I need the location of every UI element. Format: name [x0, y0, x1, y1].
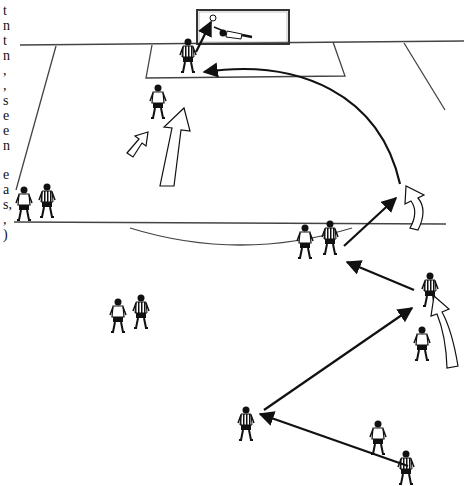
- cropped-text-fragment: ): [3, 228, 8, 242]
- pass-arrows: [196, 22, 414, 466]
- cropped-text-fragment: t: [3, 34, 7, 48]
- pitch-lines: [14, 41, 464, 245]
- pass-arrow: [264, 308, 412, 410]
- run-arrows: [127, 108, 458, 368]
- goal: [197, 10, 289, 44]
- penalty-arc: [130, 228, 352, 245]
- pass-arrow: [260, 414, 408, 466]
- cropped-text-fragment: ,: [3, 213, 7, 227]
- pass-arrow: [344, 198, 396, 246]
- cropped-text-fragment: n: [3, 49, 10, 63]
- cropped-text-fragment: s: [3, 94, 8, 108]
- cross-arrow: [204, 69, 400, 184]
- cropped-text-fragment: a: [3, 183, 9, 197]
- six-yard-box: [146, 42, 345, 78]
- shot-arrow: [196, 22, 211, 52]
- penalty-area-side: [404, 43, 445, 110]
- cropped-text-fragment: n: [3, 139, 10, 153]
- players: [16, 39, 438, 485]
- cropped-text-fragment: s,: [3, 198, 12, 212]
- cropped-text-fragment: n: [3, 19, 10, 33]
- cropped-text-fragment: e: [3, 168, 9, 182]
- pass-arrow: [347, 262, 414, 290]
- cropped-text-fragment: e: [3, 109, 9, 123]
- run-arrow: [160, 108, 190, 186]
- run-arrow: [127, 132, 148, 157]
- run-arrow: [405, 186, 424, 230]
- cropped-text-fragment: ,: [3, 64, 7, 78]
- cropped-text-fragment: t: [3, 4, 7, 18]
- cropped-text-fragment: e: [3, 124, 9, 138]
- penalty-area-line: [14, 222, 446, 224]
- ball: [210, 15, 216, 21]
- cropped-text-fragment: ,: [3, 79, 7, 93]
- goalkeeper: [214, 27, 252, 39]
- run-arrow: [431, 296, 458, 368]
- penalty-area-side: [16, 46, 56, 190]
